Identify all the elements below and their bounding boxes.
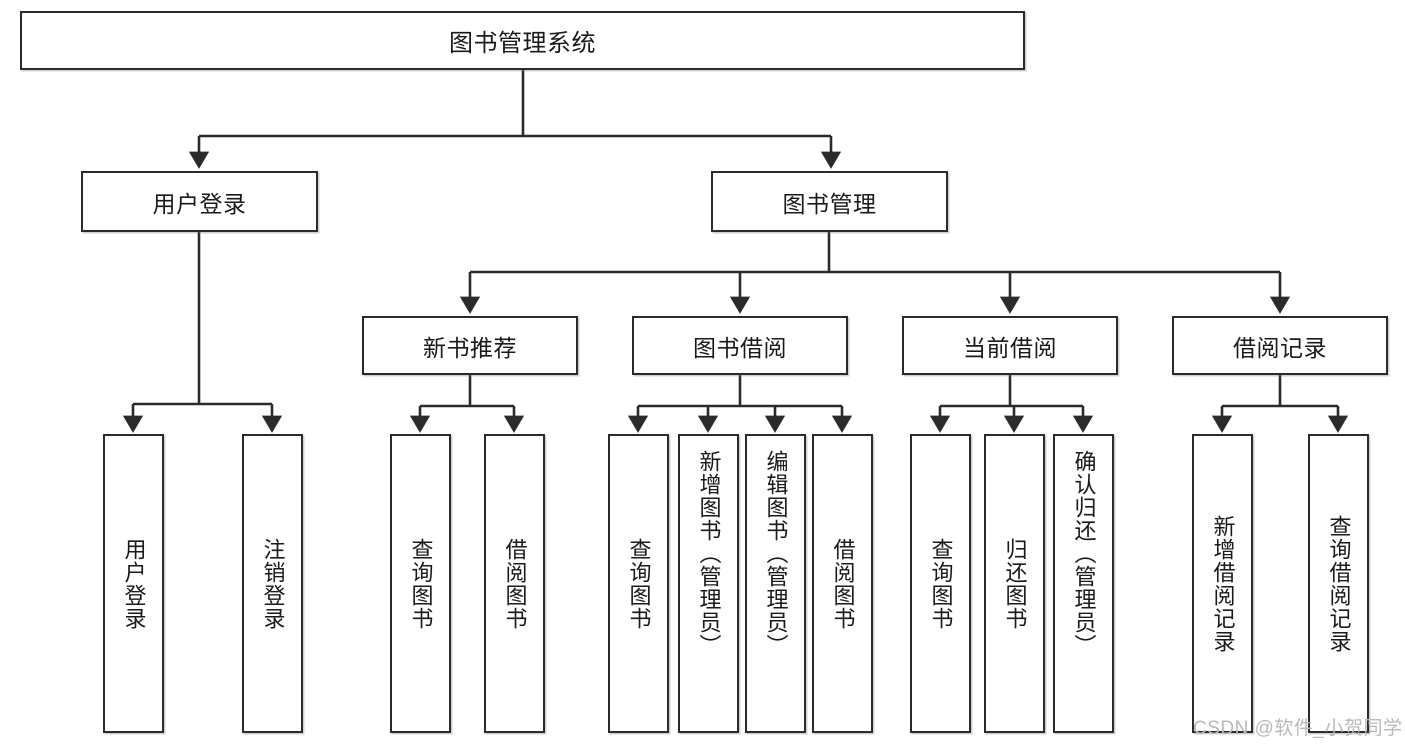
node-leaf-borrow-book-1-label: 借阅图书	[502, 537, 528, 630]
node-borrow-record-label: 借阅记录	[1233, 334, 1327, 361]
node-book-manage-label: 图书管理	[782, 190, 877, 217]
node-book-borrow-label: 图书借阅	[693, 334, 787, 361]
node-leaf-query-book-3[interactable]: 查询图书	[910, 434, 971, 733]
node-leaf-query-book-1[interactable]: 查询图书	[390, 434, 451, 733]
node-current-borrow-label: 当前借阅	[963, 334, 1057, 361]
node-new-book-recommend[interactable]: 新书推荐	[362, 316, 578, 375]
node-leaf-query-book-2[interactable]: 查询图书	[608, 434, 669, 733]
node-book-manage[interactable]: 图书管理	[711, 171, 948, 232]
node-book-borrow[interactable]: 图书借阅	[632, 316, 848, 375]
node-leaf-logout-label: 注销登录	[260, 537, 286, 630]
node-leaf-query-book-1-label: 查询图书	[408, 537, 434, 630]
node-leaf-edit-book[interactable]: 编辑图书（管理员）	[745, 434, 806, 733]
node-current-borrow[interactable]: 当前借阅	[902, 316, 1118, 375]
node-leaf-query-book-2-label: 查询图书	[626, 537, 652, 630]
node-user-login[interactable]: 用户登录	[81, 171, 318, 232]
node-new-book-recommend-label: 新书推荐	[423, 334, 517, 361]
node-leaf-borrow-book-1[interactable]: 借阅图书	[484, 434, 545, 733]
node-leaf-add-book-label: 新增图书（管理员）	[696, 450, 722, 657]
node-leaf-return-book[interactable]: 归还图书	[984, 434, 1045, 733]
watermark-text: CSDN @软件_小贺同学	[1193, 718, 1403, 739]
node-leaf-confirm-return-label: 确认归还（管理员）	[1071, 450, 1097, 657]
node-leaf-query-record[interactable]: 查询借阅记录	[1308, 434, 1369, 733]
node-leaf-user-login[interactable]: 用户登录	[103, 434, 164, 733]
node-leaf-borrow-book-2-label: 借阅图书	[830, 537, 856, 630]
node-leaf-logout[interactable]: 注销登录	[242, 434, 303, 733]
node-leaf-edit-book-label: 编辑图书（管理员）	[763, 450, 789, 657]
node-leaf-borrow-book-2[interactable]: 借阅图书	[812, 434, 873, 733]
node-leaf-add-record[interactable]: 新增借阅记录	[1192, 434, 1253, 733]
node-user-login-label: 用户登录	[152, 190, 247, 217]
node-leaf-user-login-label: 用户登录	[121, 537, 147, 630]
node-leaf-add-book[interactable]: 新增图书（管理员）	[678, 434, 739, 733]
node-leaf-query-book-3-label: 查询图书	[928, 537, 954, 630]
node-leaf-add-record-label: 新增借阅记录	[1210, 514, 1236, 653]
node-leaf-query-record-label: 查询借阅记录	[1326, 514, 1352, 653]
watermark: CSDN @软件_小贺同学	[1193, 713, 1402, 740]
node-root-label: 图书管理系统	[449, 30, 596, 57]
node-root[interactable]: 图书管理系统	[20, 11, 1025, 70]
node-leaf-return-book-label: 归还图书	[1002, 537, 1028, 630]
node-leaf-confirm-return[interactable]: 确认归还（管理员）	[1053, 434, 1114, 733]
node-borrow-record[interactable]: 借阅记录	[1172, 316, 1388, 375]
